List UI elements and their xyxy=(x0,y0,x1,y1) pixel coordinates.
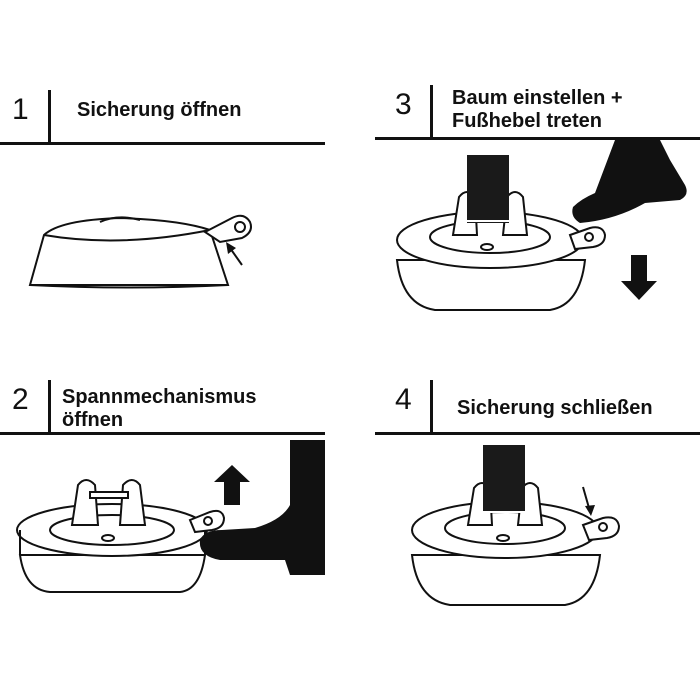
arrow-pointer-icon xyxy=(226,242,243,266)
step-3-panel: 3 Baum einstellen + Fußhebel treten xyxy=(375,85,700,345)
step-title: Spannmechanismus öffnen xyxy=(62,386,257,431)
arrow-down-icon xyxy=(621,255,657,300)
divider-horizontal xyxy=(375,432,700,435)
step-title: Baum einstellen + Fußhebel treten xyxy=(452,87,623,132)
divider-vertical xyxy=(48,380,51,432)
tree-trunk xyxy=(467,155,509,223)
boot-icon xyxy=(199,440,325,575)
tree-stand-tree-illustration xyxy=(395,137,687,311)
arrow-pointer-icon xyxy=(582,486,595,516)
boot-icon xyxy=(572,137,687,223)
divider-vertical xyxy=(48,90,51,142)
step-title: Sicherung öffnen xyxy=(77,99,242,121)
step-1-panel: 1 Sicherung öffnen xyxy=(0,90,325,350)
arrow-up-icon xyxy=(214,465,250,505)
divider-horizontal xyxy=(0,142,325,145)
step-2-panel: 2 Spannmechanismus öffnen xyxy=(0,380,325,640)
step-number: 3 xyxy=(395,88,412,121)
step-number: 4 xyxy=(395,383,412,416)
divider-vertical xyxy=(430,380,433,432)
divider-horizontal xyxy=(0,432,325,435)
step-4-panel: 4 Sicherung schließen xyxy=(375,380,700,640)
tree-stand-closed-illustration xyxy=(28,214,252,289)
step-number: 1 xyxy=(12,93,29,126)
divider-vertical xyxy=(430,85,433,137)
tree-stand-locked-illustration xyxy=(410,445,621,606)
divider-horizontal xyxy=(375,137,700,140)
tree-stand-open-illustration xyxy=(16,440,325,593)
step-title: Sicherung schließen xyxy=(457,397,653,419)
tree-trunk xyxy=(483,445,525,513)
step-number: 2 xyxy=(12,383,29,416)
